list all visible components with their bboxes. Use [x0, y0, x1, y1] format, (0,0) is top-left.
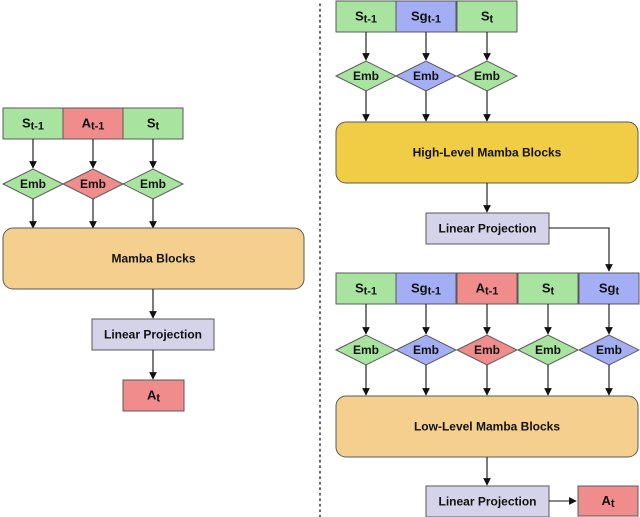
low-input-0-label: St-1	[355, 280, 377, 298]
high-emb-2-diamond	[455, 60, 519, 92]
low-input-2-label: At-1	[476, 280, 499, 298]
low-input-3-box	[517, 272, 579, 305]
high-input-2-box	[456, 0, 518, 33]
high-input-0-label: St-1	[355, 8, 377, 26]
right-output-box	[577, 485, 639, 517]
high-linear-projection-label: Linear Projection	[438, 222, 536, 236]
left-emb-0-label: Emb	[20, 177, 46, 191]
low-input-3-label-sub: t	[551, 286, 555, 298]
low-input-3-label: St	[542, 280, 555, 298]
left-mamba-blocks-label: Mamba Blocks	[111, 252, 195, 266]
low-input-1-label-base: Sg	[411, 280, 428, 295]
left-emb-1-label: Emb	[80, 177, 106, 191]
high-input-2-label-base: S	[481, 8, 490, 23]
high-input-1-label-sub: t-1	[428, 14, 441, 26]
low-linear-projection-box	[425, 485, 550, 517]
low-level-mamba-blocks-label: Low-Level Mamba Blocks	[414, 420, 560, 434]
left-input-0-box	[2, 107, 64, 140]
high-level-mamba-blocks-label: High-Level Mamba Blocks	[413, 146, 562, 160]
high-input-2-label-sub: t	[490, 14, 494, 26]
left-input-2-label-sub: t	[156, 121, 160, 133]
left-output-label-base: A	[147, 387, 157, 402]
low-input-0-label-sub: t-1	[364, 286, 377, 298]
low-input-1-label-sub: t-1	[428, 286, 441, 298]
left-input-1-label: At-1	[82, 115, 105, 133]
left-input-2-label: St	[147, 115, 160, 133]
low-emb-1-label: Emb	[413, 343, 439, 357]
left-input-1-box	[62, 107, 124, 140]
left-input-2-box	[122, 107, 184, 140]
low-input-4-label-sub: t	[615, 286, 619, 298]
low-emb-2-label: Emb	[474, 343, 500, 357]
high-input-1-label: Sgt-1	[411, 8, 441, 26]
low-emb-0-label: Emb	[353, 343, 379, 357]
left-input-1-label-base: A	[82, 115, 92, 130]
low-linear-projection-label: Linear Projection	[438, 495, 536, 509]
low-input-0-label-base: S	[355, 280, 364, 295]
left-output-label: At	[147, 387, 160, 405]
low-emb-3-label: Emb	[535, 343, 561, 357]
right-output-label: At	[601, 493, 614, 511]
low-input-4-label: Sgt	[599, 280, 620, 298]
left-output-box	[122, 379, 185, 412]
left-input-2-label-base: S	[147, 115, 156, 130]
low-input-1-box	[395, 272, 457, 305]
high-input-0-label-base: S	[355, 8, 364, 23]
low-input-4-box	[578, 272, 640, 305]
right-output-label-base: A	[601, 493, 611, 508]
low-emb-4-diamond	[577, 334, 640, 366]
left-output-label-sub: t	[156, 393, 160, 405]
high-emb-2-label: Emb	[474, 69, 500, 83]
left-linear-projection-box	[91, 318, 215, 351]
left-linear-projection-label: Linear Projection	[104, 328, 202, 342]
low-input-2-box	[456, 272, 518, 305]
high-input-2-label: St	[481, 8, 494, 26]
left-input-0-label-sub: t-1	[31, 121, 44, 133]
projection-to-goal-arrow	[549, 227, 613, 272]
low-emb-4-label: Emb	[596, 343, 622, 357]
low-input-2-label-base: A	[476, 280, 486, 295]
right-output-label-sub: t	[611, 498, 615, 510]
low-input-0-box	[335, 272, 397, 305]
high-input-1-label-base: Sg	[411, 8, 428, 23]
left-input-0-label-base: S	[22, 115, 31, 130]
low-input-1-label: Sgt-1	[411, 280, 441, 298]
left-emb-2-diamond	[121, 168, 185, 200]
left-emb-2-label: Emb	[140, 177, 166, 191]
high-emb-1-label: Emb	[413, 69, 439, 83]
left-input-0-label: St-1	[22, 115, 44, 133]
low-input-4-label-base: Sg	[599, 280, 616, 295]
high-emb-0-label: Emb	[353, 69, 379, 83]
high-input-0-label-sub: t-1	[364, 14, 377, 26]
high-linear-projection-box	[425, 212, 550, 245]
low-input-3-label-base: S	[542, 280, 551, 295]
left-input-1-label-sub: t-1	[91, 121, 104, 133]
low-input-2-label-sub: t-1	[485, 286, 498, 298]
